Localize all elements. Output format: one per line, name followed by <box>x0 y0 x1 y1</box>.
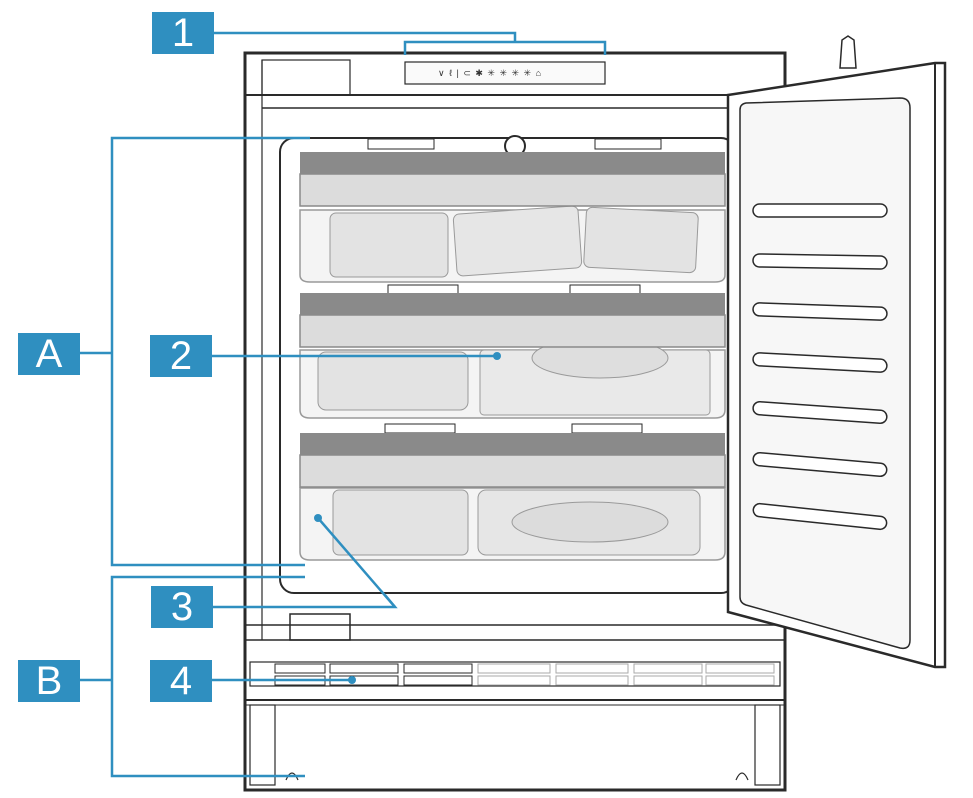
drawer-top <box>300 152 725 282</box>
callout-B: B <box>18 659 80 703</box>
control-panel-symbols: ∨ ℓ | ⊂ ✱ ✳ ✳ ✳ ✳ ⌂ <box>438 68 542 78</box>
svg-text:4: 4 <box>170 659 192 703</box>
control-panel: ∨ ℓ | ⊂ ✱ ✳ ✳ ✳ ✳ ⌂ <box>405 62 605 84</box>
callout-4: 4 <box>150 659 212 703</box>
drawer-bottom <box>300 433 725 560</box>
svg-text:3: 3 <box>171 585 193 629</box>
svg-text:B: B <box>36 659 63 703</box>
svg-text:1: 1 <box>172 11 194 55</box>
callout-3: 3 <box>151 585 213 629</box>
svg-text:A: A <box>36 332 63 376</box>
ventilation-grille <box>250 662 780 686</box>
callout-2: 2 <box>150 334 212 378</box>
door <box>728 36 945 667</box>
leader-1 <box>214 33 515 42</box>
callout-A: A <box>18 332 80 376</box>
svg-text:2: 2 <box>170 334 192 378</box>
callout-1: 1 <box>152 11 214 55</box>
